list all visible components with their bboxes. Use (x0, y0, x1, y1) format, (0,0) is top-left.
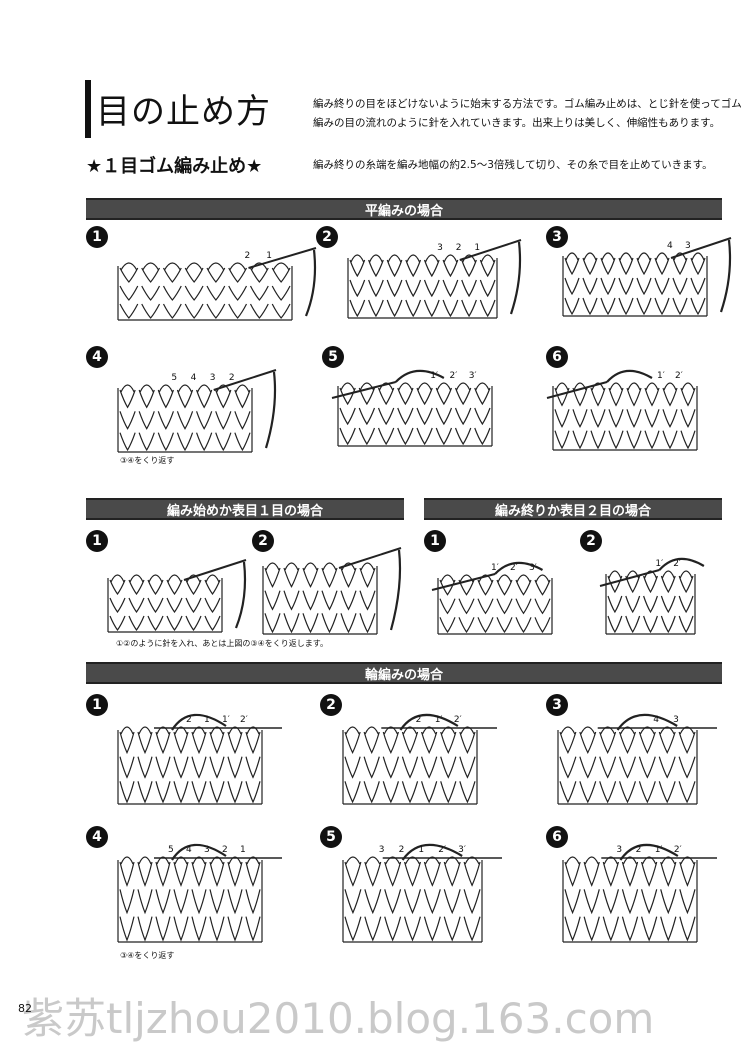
stitch-label: 3 (379, 845, 385, 855)
stitch-label: 2′ (240, 715, 248, 725)
round-step-2-badge: 2 (320, 694, 342, 716)
start-step-1-badge: 1 (86, 530, 108, 552)
stitch-label: 3′ (469, 371, 477, 381)
page-title: 目の止め方 (96, 92, 271, 132)
stitch-label: 2 (399, 845, 405, 855)
stitch-label: 4 (186, 845, 192, 855)
start-note-caption: ①②のように針を入れ、あとは上図の③④をくり返します。 (116, 639, 328, 648)
end-step-1-badge: 1 (424, 530, 446, 552)
band-flat: 平編みの場合 (86, 198, 722, 220)
stitch-label: 4 (667, 241, 673, 251)
stitch-label: 1′ (655, 559, 663, 569)
stitch-label: 1 (474, 243, 480, 253)
step-3-badge: 3 (546, 226, 568, 248)
stitch-label: 1′ (491, 563, 499, 573)
stitch-label: 2 (245, 251, 251, 261)
stitch-label: 2′ (450, 371, 458, 381)
stitch-label: 4 (653, 715, 659, 725)
fig-round-5: 3 2 1 2′ 3′ (342, 843, 502, 943)
intro-line-2: 編みの目の流れのように針を入れていきます。出来上りは美しく、伸縮性もあります。 (313, 117, 721, 129)
stitch-label: 2 (229, 373, 235, 383)
stitch-label: 5 (168, 845, 174, 855)
step-4-badge: 4 (86, 346, 108, 368)
flat-repeat-caption: ③④をくり返す (120, 456, 175, 465)
stitch-label: 1 (266, 251, 272, 261)
stitch-label: 1′ (430, 371, 438, 381)
step-5-badge: 5 (322, 346, 344, 368)
step-6-badge: 6 (546, 346, 568, 368)
step-2-badge: 2 (316, 226, 338, 248)
fig-end-1: 1′ 2′ 3′ (431, 561, 553, 635)
stitch-label: 1′ (222, 715, 230, 725)
fig-flat-2: 3 2 1 (347, 239, 522, 319)
band-start: 編み始めか表目１目の場合 (86, 498, 404, 520)
page-number: 82 (18, 1002, 32, 1015)
stitch-label: 2′ (675, 371, 683, 381)
stitch-label: 2 (636, 845, 642, 855)
stitch-label: 2 (456, 243, 462, 253)
fig-start-1 (107, 559, 247, 633)
fig-round-2: 2 1′ 2′ (342, 713, 497, 805)
stitch-label: 2′ (673, 559, 681, 569)
stitch-label: 3 (673, 715, 679, 725)
start-step-2-badge: 2 (252, 530, 274, 552)
stitch-label: 2′ (510, 563, 518, 573)
round-step-4-badge: 4 (86, 826, 108, 848)
fig-round-4: 5 4 3 2 1 (117, 843, 282, 943)
stitch-label: 2 (416, 715, 422, 725)
round-step-1-badge: 1 (86, 694, 108, 716)
fig-round-6: 3 2 1′ 2′ (562, 843, 717, 943)
fig-start-2 (262, 547, 402, 635)
intro-line-1: 編み終りの目をほどけないように始末する方法です。ゴム編み止めは、とじ針を使ってゴ… (313, 98, 742, 110)
stitch-label: 3 (685, 241, 691, 251)
round-step-3-badge: 3 (546, 694, 568, 716)
stitch-label: 2 (222, 845, 228, 855)
stitch-label: 2 (186, 715, 192, 725)
round-step-5-badge: 5 (320, 826, 342, 848)
band-round: 輪編みの場合 (86, 662, 722, 684)
fig-flat-6: 1′ 2′ (546, 369, 698, 451)
stitch-label: 1 (240, 845, 246, 855)
stitch-label: 1 (418, 845, 424, 855)
stitch-label: 5 (171, 373, 177, 383)
fig-round-1: 2 1 1′ 2′ (117, 713, 282, 805)
end-step-2-badge: 2 (580, 530, 602, 552)
watermark: 紫苏tljzhou2010.blog.163.com (22, 994, 655, 1043)
fig-flat-4: 5 4 3 2 (117, 369, 277, 453)
section-subtitle: ★１目ゴム編み止め★ (86, 156, 263, 177)
stitch-label: 3′ (458, 845, 466, 855)
stitch-label: 4 (191, 373, 197, 383)
stitch-label: 3 (616, 845, 622, 855)
stitch-label: 2′ (454, 715, 462, 725)
step-1-badge: 1 (86, 226, 108, 248)
title-accent-bar (85, 80, 91, 138)
round-repeat-caption: ③④をくり返す (120, 951, 175, 960)
stitch-label: 1′ (657, 371, 665, 381)
stitch-label: 1 (204, 715, 210, 725)
stitch-label: 3 (204, 845, 210, 855)
stitch-label: 2′ (438, 845, 446, 855)
stitch-label: 2′ (674, 845, 682, 855)
stitch-label: 3′ (529, 563, 537, 573)
subtitle-note: 編み終りの糸端を編み地幅の約2.5～3倍残して切り、その糸で目を止めていきます。 (313, 159, 713, 171)
stitch-label: 3 (437, 243, 443, 253)
stitch-label: 3 (210, 373, 216, 383)
stitch-label: 1′ (435, 715, 443, 725)
fig-flat-5: 1′ 2′ 3′ (331, 369, 493, 447)
round-step-6-badge: 6 (546, 826, 568, 848)
fig-end-2: 1′ 2′ (599, 557, 705, 635)
band-end: 編み終りか表目２目の場合 (424, 498, 722, 520)
stitch-label: 1′ (655, 845, 663, 855)
